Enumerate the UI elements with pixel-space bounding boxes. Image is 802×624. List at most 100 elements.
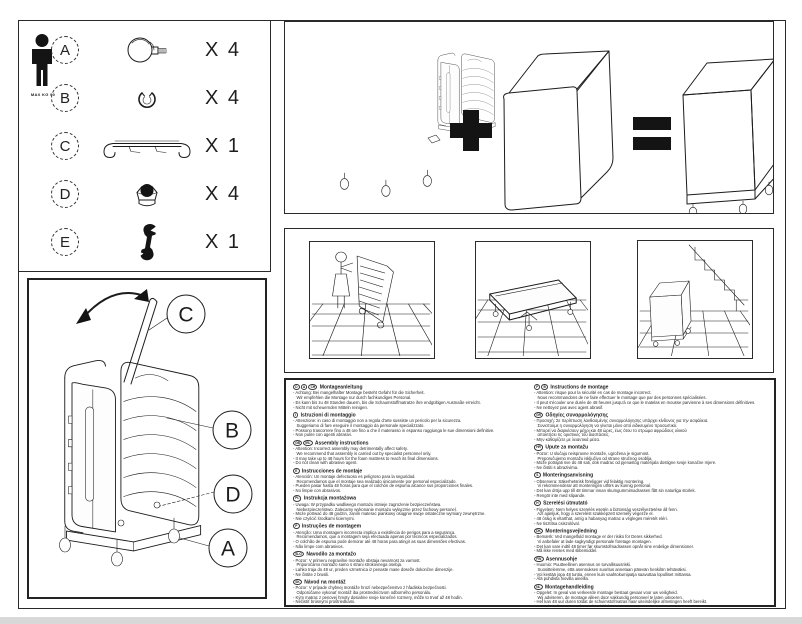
instruction-line: - Ne čistiti s abrazivima. [534,464,579,470]
instruction-line: - Može potrajati sve do 48 sati, dok mad… [534,460,717,466]
caster-wheels [688,181,773,213]
instruction-line: - Pueden pasar hasta 48 horas para que e… [293,483,474,489]
instruction-line: - Kým matrac z penovej hmoty dosiahne sv… [293,594,463,600]
country-flag-icon: GR [534,411,544,419]
rotation-arrow-icon [76,289,149,324]
country-flag-icon: D [293,384,300,391]
unfolding-scene-drawing [310,251,432,356]
scene-bed-open [475,241,591,359]
instruction-title: Upute za montažu [543,444,589,451]
instruction-title: Instrukcja montażowa [302,495,357,502]
instruction-line: - Må ikke renses med slibemiddel. [534,548,598,554]
instruction-title: Instruções de montagem [300,523,362,530]
instruction-line: Nous recommandons de ne faire effectuer … [534,395,707,401]
person-icon [32,34,52,86]
instruction-heading: E Instrucciones de montaje [293,467,526,475]
instruction-heading: GR Οδηγίες συναρμολόγησης [534,411,767,419]
instruction-heading: SK Návod na montáž [293,578,526,586]
instruction-title: Monteringsanvisning [541,472,594,479]
svg-text:A: A [221,538,235,561]
instruction-block: H Szerelési útmutató- Figyelem: Nem hely… [534,500,767,526]
instruction-title: Montagehandleiding [543,584,594,591]
cap-nut-icon [97,172,197,216]
country-flag-icon: A [300,384,308,391]
part-qty: X 1 [205,230,242,253]
country-flag-icon: F [534,384,541,391]
instruction-block: FIN Asennusohje- Huomio: Puutteellinen a… [534,555,767,582]
scan-edge-strip [0,617,802,624]
country-flag-icon: IRL [303,439,313,446]
instruction-line: - Voi kestää jopa 48 tuntia, ennen kuin … [534,571,692,577]
part-row: C X 1 [51,122,268,170]
part-qty: X 4 [205,182,242,205]
part-qty: X 1 [205,134,242,157]
instruction-block: E Instrucciones de montaje- Atención: Un… [293,467,526,494]
instruction-block: PL Instrukcja montażowa- Uwaga: W przypa… [293,495,526,521]
instruction-heading: H Szerelési útmutató [534,500,767,507]
instruction-line: - Nicht mit scheuernden Mitteln reinigen… [293,404,368,410]
instruction-block: HR Upute za montažu- Pozor: U slučaju ne… [534,444,767,470]
equation-drawing [339,50,773,213]
instruction-line: Odporúčame vykonať montáž iba prostrední… [293,590,432,596]
instruction-title: Assembly instructions [313,440,369,447]
country-flag-icon: P [293,523,300,530]
scene-stored-under-stairs [637,240,753,359]
staircase [688,244,749,312]
instruction-line: - Figyelem: Nem helyes szerelés esetén a… [534,506,678,512]
part-qty: X 4 [205,38,242,61]
instruction-line: Vi anbefaler at lade sagkyndigt personal… [534,539,652,545]
instruction-line: - Es kann bis zu 48 Stunden dauern, bis … [293,399,481,405]
instruction-line: - Nečistiť brúsnymi prostriedkami. [293,599,356,605]
instruction-heading: PL Instrukcja montażowa [293,495,526,502]
instruction-block: S Monteringsanvisning- Observera: Säkerh… [534,472,767,498]
instruction-title: Navodilo za montažo [304,551,357,558]
part-letter: D [51,180,79,208]
instruction-title: Návod na montáž [302,579,346,586]
part-row: A X 4 [51,26,268,74]
instruction-heading: I Istruzioni di montaggio [293,411,526,419]
bolt-hole [153,501,161,509]
instruction-line: - Det kan vare indtil 48 timer før skums… [534,543,694,549]
instruction-heading: DK Monteringsvejledning [534,527,767,535]
instruction-line: Suosittelemme, että asennuksen suoritus … [534,566,687,572]
max-weight-figure: MAX KG 90 [25,33,61,97]
caster-wheels [339,169,432,197]
instruction-line: Suggeriamo di fare eseguire il montaggio… [293,422,425,428]
svg-text:D: D [225,484,240,507]
covered-cart-small [649,280,692,347]
country-flag-icon: H [534,500,541,507]
instruction-line: Wir empfehlen die Montage nur durch fach… [293,395,412,401]
instruction-heading: SLO Navodilo za montažo [293,551,526,558]
instruction-line: - Rengör inte med slipande. [534,492,586,498]
covered-cart-drawing [682,58,773,213]
instruction-line: - Doe niet schoon met schurende middelen… [534,604,616,607]
instruction-line: - Attention: Incorrect assembly may detr… [293,446,408,452]
instruction-block: P Instruções de montagem- Atenção: Uma m… [293,523,526,549]
instruction-line: - Pozor: V prípade chybnej montáže hrozí… [293,585,447,591]
usage-panel [284,228,774,373]
instruction-line: Vi rekommenderar att monteringen utförs … [534,483,652,489]
instruction-block: GR Οδηγίες συναρμολόγησης- Προσοχή: Σε π… [534,411,767,443]
plus-icon [450,110,492,151]
instruction-title: Monteringsvejledning [543,528,598,535]
instruction-line: Priporočamo montažo samo s strani stroko… [293,562,403,568]
bolt-hole [117,519,125,527]
instruction-line: - Lahko traja do 48 ur, preden vzmetnica… [293,566,454,572]
instruction-line: - 48 óráig is eltarthat, amíg a habanyag… [534,515,668,521]
cover-drawing [503,50,614,211]
instruction-line: - Il peut s'écouler une durée de 48 heur… [534,399,756,405]
instruction-line: - Pozor: V primeru nepravilne montaže ob… [293,557,421,563]
country-flag-icon: NL [534,583,543,590]
instruction-line: - Non pulire con agenti abrasivi. [293,432,352,438]
instruction-line: - Bemærk: Ved mangelfuld montage er der … [534,534,663,540]
instruction-line: - Achtung: Bei mangelhafter Montage best… [293,390,425,396]
instruction-line: - Ne nettoyez pas avec agent abrasif. [534,404,604,410]
svg-text:B: B [225,420,239,443]
instruction-line: - Atenção: Uma montagem incorrecta impli… [293,529,456,535]
part-letter: C [51,132,79,160]
